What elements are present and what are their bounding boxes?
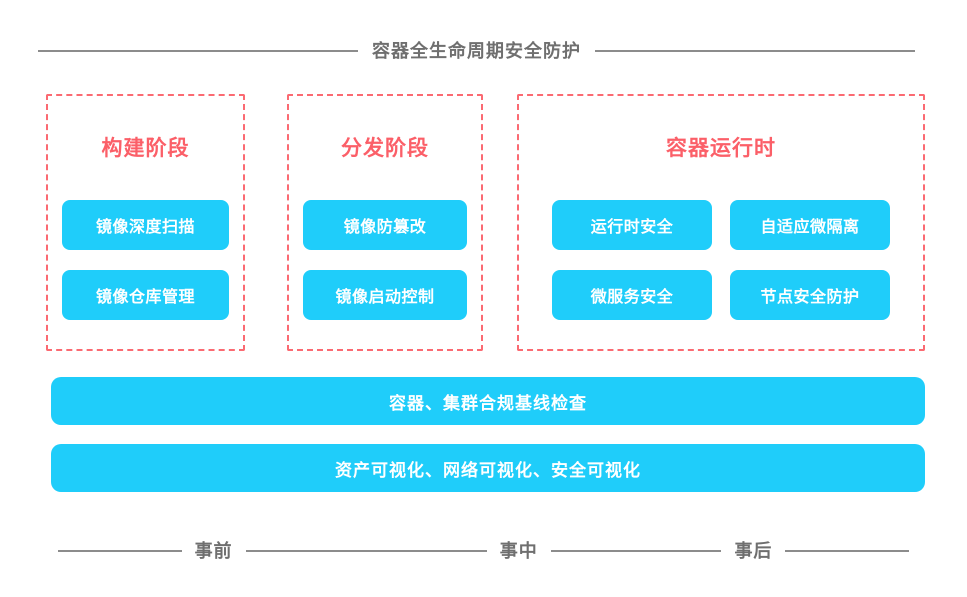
capability-bars: 容器、集群合规基线检查 资产可视化、网络可视化、安全可视化	[51, 377, 925, 492]
panel-distribution: 分发阶段 镜像防篡改 镜像启动控制	[287, 94, 483, 351]
chip-row: 运行时安全 自适应微隔离	[533, 200, 909, 250]
lifecycle-timeline: 事前 事中 事后	[58, 537, 909, 565]
bar-visualization[interactable]: 资产可视化、网络可视化、安全可视化	[51, 444, 925, 492]
timeline-rule-4	[785, 550, 909, 552]
panel-runtime: 容器运行时 运行时安全 自适应微隔离 微服务安全 节点安全防护	[517, 94, 925, 351]
panel-build-chips: 镜像深度扫描 镜像仓库管理	[62, 200, 229, 331]
chip-node-security-protection[interactable]: 节点安全防护	[730, 270, 890, 320]
bar-compliance-baseline[interactable]: 容器、集群合规基线检查	[51, 377, 925, 425]
chip-image-launch-control[interactable]: 镜像启动控制	[303, 270, 467, 320]
diagram-title-row: 容器全生命周期安全防护	[38, 38, 915, 64]
chip-row: 镜像启动控制	[303, 270, 467, 320]
chip-image-deep-scan[interactable]: 镜像深度扫描	[62, 200, 229, 250]
timeline-stage-during: 事中	[499, 541, 538, 561]
timeline-rule-2	[245, 550, 487, 552]
timeline-stage-after: 事后	[734, 541, 773, 561]
panel-distribution-chips: 镜像防篡改 镜像启动控制	[303, 200, 467, 331]
timeline-rule-1	[58, 550, 182, 552]
timeline-rule-3	[550, 550, 722, 552]
chip-row: 镜像防篡改	[303, 200, 467, 250]
chip-image-registry-management[interactable]: 镜像仓库管理	[62, 270, 229, 320]
page-title: 容器全生命周期安全防护	[372, 41, 581, 61]
phase-panels: 构建阶段 镜像深度扫描 镜像仓库管理 分发阶段 镜像防篡改 镜像启动控制	[46, 94, 925, 351]
title-rule-right	[595, 50, 915, 52]
chip-runtime-security[interactable]: 运行时安全	[552, 200, 712, 250]
chip-image-tamper-protection[interactable]: 镜像防篡改	[303, 200, 467, 250]
chip-row: 微服务安全 节点安全防护	[533, 270, 909, 320]
panel-runtime-title: 容器运行时	[666, 137, 776, 160]
chip-row: 镜像深度扫描	[62, 200, 229, 250]
panel-distribution-title: 分发阶段	[341, 137, 429, 160]
panel-runtime-chips: 运行时安全 自适应微隔离 微服务安全 节点安全防护	[533, 200, 909, 331]
chip-adaptive-microsegmentation[interactable]: 自适应微隔离	[730, 200, 890, 250]
chip-row: 镜像仓库管理	[62, 270, 229, 320]
panel-build: 构建阶段 镜像深度扫描 镜像仓库管理	[46, 94, 245, 351]
title-rule-left	[38, 50, 358, 52]
timeline-stage-before: 事前	[194, 541, 233, 561]
chip-microservice-security[interactable]: 微服务安全	[552, 270, 712, 320]
panel-build-title: 构建阶段	[101, 137, 190, 160]
